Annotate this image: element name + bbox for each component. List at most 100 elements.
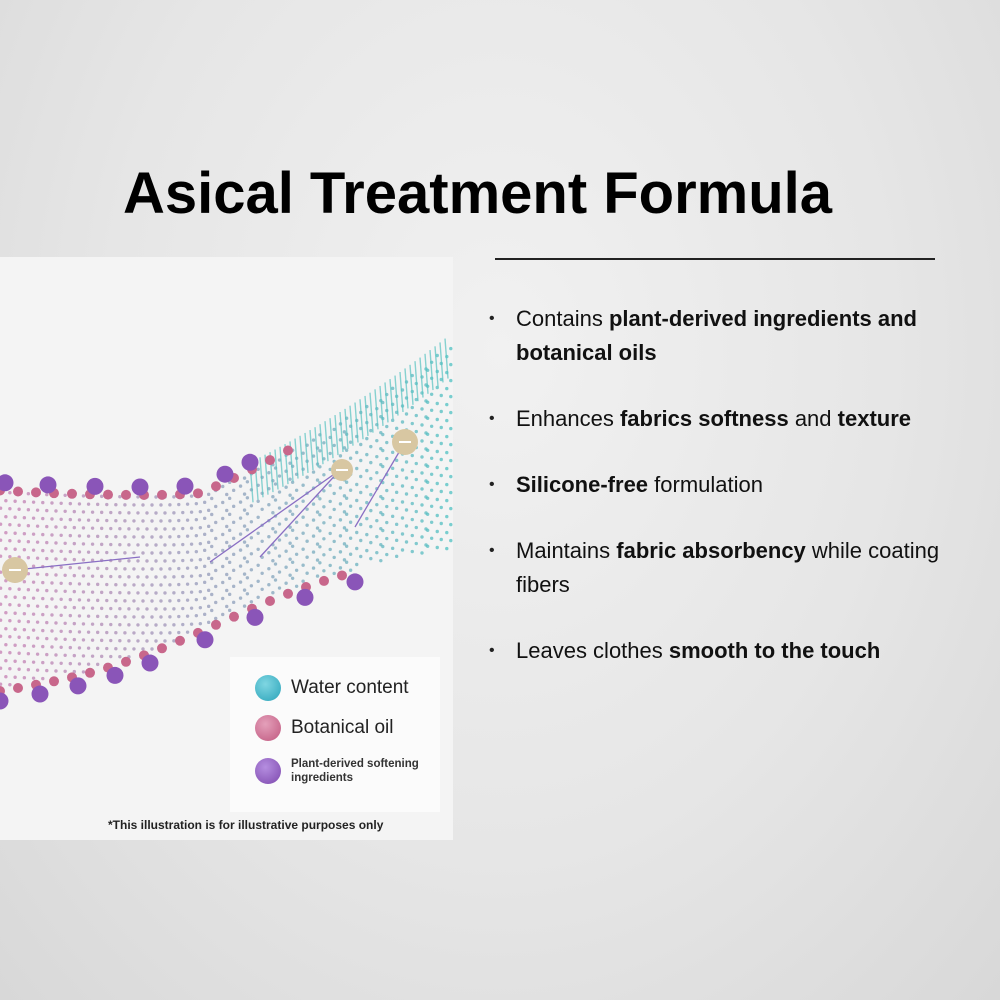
fiber-dot xyxy=(132,631,136,635)
fiber-dot xyxy=(249,552,254,556)
fiber-dot xyxy=(189,542,194,546)
fiber-dot xyxy=(8,587,12,591)
fiber-dot xyxy=(414,541,418,546)
legend-item-oil: Botanical oil xyxy=(255,715,393,741)
fiber-dot xyxy=(54,653,58,657)
water-streak xyxy=(374,389,379,430)
feature-list: Contains plant-derived ingredients and b… xyxy=(488,302,988,700)
fiber-dot xyxy=(332,427,336,432)
fiber-dot xyxy=(365,452,369,457)
fiber-dot xyxy=(185,614,190,618)
feature-item: Maintains fabric absorbency while coatin… xyxy=(488,534,988,602)
fiber-dot xyxy=(141,503,145,507)
fiber-dot xyxy=(163,639,167,643)
fiber-dot xyxy=(150,535,154,539)
botanical-oil-dot xyxy=(319,575,329,586)
fiber-dot xyxy=(136,575,140,579)
fiber-dot xyxy=(17,507,21,511)
water-streak xyxy=(324,421,329,462)
fiber-dot xyxy=(390,482,395,487)
fiber-dot xyxy=(59,517,63,522)
fiber-dot xyxy=(365,436,369,441)
fiber-dot xyxy=(238,548,243,552)
fiber-dot xyxy=(369,460,373,465)
fiber-dot xyxy=(90,542,95,546)
botanical-oil-dot xyxy=(211,481,221,492)
fiber-dot xyxy=(26,492,31,496)
fiber-dot xyxy=(294,552,299,556)
fiber-dot xyxy=(242,572,247,576)
fiber-dot xyxy=(17,587,21,591)
water-streak xyxy=(414,361,419,402)
fiber-dot xyxy=(22,612,27,616)
fiber-dot xyxy=(206,556,211,561)
fiber-dot xyxy=(189,510,194,514)
fiber-dot xyxy=(177,502,181,507)
water-streak xyxy=(339,411,344,453)
fiber-dot xyxy=(435,465,439,470)
fiber-dot xyxy=(35,588,40,592)
fiber-dot xyxy=(214,600,218,605)
fiber-dot xyxy=(123,535,127,539)
water-streak xyxy=(344,408,349,449)
fiber-dot xyxy=(154,527,158,531)
fiber-dot xyxy=(177,550,181,555)
fiber-dot xyxy=(449,378,453,383)
water-streak xyxy=(434,346,439,387)
feature-text-bold: fabrics softness xyxy=(619,406,789,431)
fiber-dot xyxy=(290,512,295,516)
fiber-dot xyxy=(105,534,109,539)
fiber-dot xyxy=(26,652,31,656)
fiber-dot xyxy=(17,603,21,607)
fiber-dot xyxy=(127,575,131,579)
fiber-dot xyxy=(77,502,82,506)
fiber-dot xyxy=(318,545,322,549)
fiber-dot xyxy=(109,574,113,579)
fiber-dot xyxy=(439,521,443,526)
fiber-dot xyxy=(267,567,271,571)
fiber-dot xyxy=(273,546,278,550)
fiber-dot xyxy=(95,550,100,555)
fiber-dot xyxy=(381,512,385,517)
fiber-dot xyxy=(59,645,63,650)
fiber-dot xyxy=(342,430,347,434)
fiber-dot xyxy=(305,507,309,511)
fiber-dot xyxy=(189,526,194,530)
fiber-dot xyxy=(50,613,54,617)
fiber-dot xyxy=(318,497,322,501)
water-streak xyxy=(334,415,339,456)
fiber-dot xyxy=(445,450,449,455)
fiber-dot xyxy=(311,470,316,474)
feature-text: while coating fibers xyxy=(516,538,940,597)
fiber-dot xyxy=(54,637,58,641)
fiber-dot xyxy=(277,570,282,574)
fiber-dot xyxy=(400,532,405,536)
fiber-dot xyxy=(284,517,288,521)
fiber-dot xyxy=(400,516,405,520)
fiber-dot xyxy=(123,519,127,523)
fiber-dot xyxy=(221,532,225,537)
fiber-dot xyxy=(332,523,336,528)
fiber-dot xyxy=(77,566,82,570)
fiber-dot xyxy=(359,442,363,447)
fiber-dot xyxy=(414,429,418,434)
fiber-dot xyxy=(231,536,236,541)
fiber-dot xyxy=(429,456,434,461)
fiber-dot xyxy=(77,646,82,650)
fiber-dot xyxy=(132,647,136,651)
fiber-dot xyxy=(404,412,409,416)
fiber-dot xyxy=(267,583,271,587)
fiber-dot xyxy=(420,439,424,443)
fiber-dot xyxy=(277,474,282,478)
fiber-dot xyxy=(328,483,332,488)
fiber-dot xyxy=(109,622,113,627)
fiber-dot xyxy=(439,441,443,446)
fiber-dot xyxy=(63,669,67,674)
fiber-dot xyxy=(439,473,443,478)
fiber-dot xyxy=(185,534,190,538)
fiber-dot xyxy=(369,492,373,497)
fiber-dot xyxy=(141,647,145,651)
fiber-dot xyxy=(81,590,86,594)
fiber-dot xyxy=(256,531,260,536)
fiber-dot xyxy=(318,529,322,533)
